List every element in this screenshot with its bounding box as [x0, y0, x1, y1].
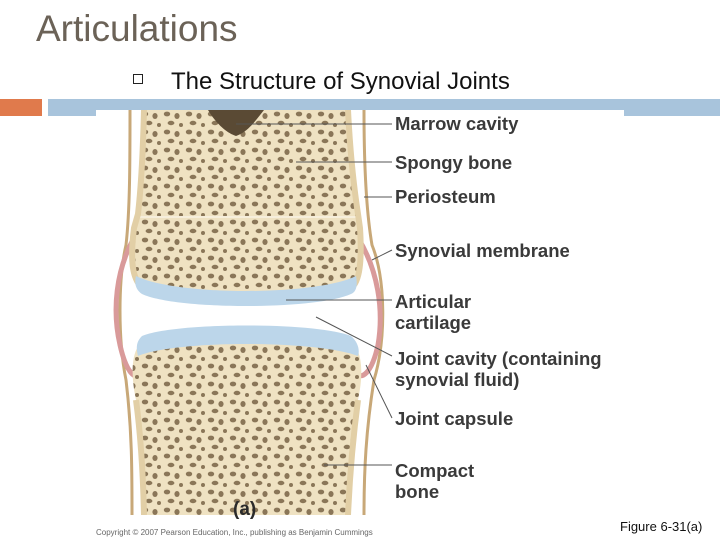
articular-cartilage-lower [136, 325, 359, 356]
bullet-square-icon [133, 74, 143, 84]
synovial-membrane-right [352, 236, 383, 379]
periosteum-line-right [362, 110, 385, 515]
label-spongy-bone: Spongy bone [395, 152, 513, 173]
accent-bar-orange [0, 99, 42, 116]
leader-joint-cavity [315, 316, 393, 357]
label-periosteum: Periosteum [395, 186, 496, 207]
panel-letter: (a) [233, 499, 257, 520]
label-joint-capsule: Joint capsule [395, 408, 514, 429]
figure-number: Figure 6-31(a) [620, 519, 703, 534]
synovial-joint-diagram [113, 110, 393, 515]
label-synovial-membrane: Synovial membrane [395, 240, 570, 261]
label-articular-cartilage-line2: cartilage [395, 312, 472, 333]
articular-cartilage-upper [135, 276, 357, 306]
periosteum-line-left [118, 110, 134, 515]
label-articular-cartilage-line1: Articular [395, 291, 472, 312]
slide-title: Articulations [36, 8, 238, 49]
label-marrow-cavity: Marrow cavity [395, 113, 519, 134]
label-joint-cavity-line1: Joint cavity (containing [395, 348, 602, 369]
leader-joint-capsule [365, 364, 393, 419]
marrow-cavity [208, 110, 264, 136]
copyright-text: Copyright © 2007 Pearson Education, Inc.… [96, 528, 373, 537]
leader-synovial-membrane [371, 249, 393, 261]
bullet-text: The Structure of Synovial Joints [171, 68, 510, 95]
label-compact-bone-line1: Compact [395, 460, 475, 481]
label-joint-cavity-line2: synovial fluid) [395, 369, 520, 390]
label-compact-bone-line2: bone [395, 481, 440, 502]
